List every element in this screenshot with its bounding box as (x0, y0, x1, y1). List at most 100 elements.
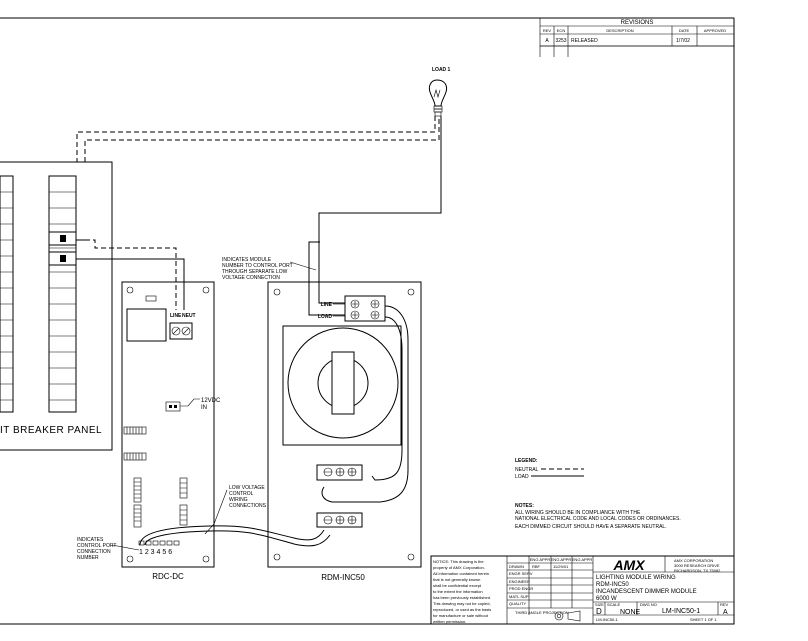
notice-line-1: NOTICE: This drawing is the (433, 559, 484, 564)
notes-line-1: ALL WIRING SHOULD BE IN COMPLIANCE WITH … (515, 510, 641, 516)
annotations: INDICATES MODULE NUMBER TO CONTROL PORT … (77, 257, 317, 561)
description-line-4: 6000 W (596, 596, 617, 602)
rdm-line-load-terminal (344, 295, 386, 322)
ecn-header: ECN (557, 28, 566, 33)
file-name: LM-INC50-1 (596, 617, 619, 622)
notes: NOTES: ALL WIRING SHOULD BE IN COMPLIANC… (515, 503, 681, 530)
rdc-dc-module: LINE NEUT 12VDC IN 1 2 3 4 5 6 RDC-DC (121, 281, 221, 581)
scale-label: SCALE (607, 602, 620, 607)
approval-header-3: ENG APPR (572, 557, 593, 562)
approved-header: APPROVED (704, 28, 726, 33)
company-line-1: AMX CORPORATION (674, 558, 713, 563)
rdm-load-label: LOAD (318, 314, 333, 320)
size-label: SIZE (595, 602, 604, 607)
rdc-title: RDC-DC (152, 572, 184, 581)
company-line-3: RICHARDSON, TX 75082 (674, 568, 721, 573)
rdc-in-label: IN (201, 405, 207, 411)
dwg-no-value: LM-INC50-1 (662, 608, 700, 615)
legend-title: LEGEND: (515, 458, 538, 464)
legend-neutral: NEUTRAL (515, 467, 539, 473)
rev-header: REV (543, 28, 552, 33)
notes-title: NOTES: (515, 503, 534, 509)
notice-line-6: to the extent the information (433, 589, 483, 594)
load-wiring (85, 116, 442, 316)
rdc-neut-label: NEUT (182, 313, 196, 319)
projection-symbol-icon (554, 610, 581, 622)
port-note-line-4: NUMBER (77, 555, 99, 561)
breaker-panel: IT BREAKER PANEL (0, 161, 113, 451)
port-note-line-2: CONTROL PORT (77, 543, 116, 549)
rdc-12vdc-jack (165, 401, 181, 412)
description-value: RELEASED (571, 38, 598, 44)
port-note-line-3: CONNECTION (77, 549, 111, 555)
amx-logo: AMX (612, 557, 646, 573)
row-engineer: ENGINEER (509, 579, 530, 584)
projection-label: THIRD ANGLE PROJECTION (515, 610, 569, 615)
lowvolt-note-line-2: CONTROL (229, 491, 254, 497)
revisions-table: REVISIONS REV ECN DESCRIPTION DATE APPRO… (539, 17, 735, 57)
rev-value: A (723, 609, 728, 616)
rdm-title: RDM-INC50 (321, 573, 365, 582)
control-port-numbers: 1 2 3 4 5 6 (139, 549, 172, 556)
module-note-line-4: VOLTAGE CONNECTION (222, 275, 280, 281)
row-quality: QUALITY (509, 601, 526, 606)
description-line-3: INCANDESCENT DIMMER MODULE (596, 589, 697, 595)
rdm-ground-terminal-bottom (316, 512, 363, 528)
notes-line-3: EACH DIMMED CIRCUIT SHOULD HAVE A SEPARA… (515, 524, 667, 530)
legend-load: LOAD (515, 474, 529, 480)
notice-line-2: property of AMX Corporation. (433, 565, 485, 570)
rdm-ground-terminal-top (316, 464, 363, 481)
revisions-title: REVISIONS (621, 20, 654, 26)
date-value: 1/7/02 (676, 38, 690, 44)
dwg-no-label: DWG NO (640, 602, 657, 607)
rev-label: REV (720, 602, 729, 607)
control-wiring (139, 489, 331, 547)
company-line-2: 3000 RESEARCH DRIVE (674, 563, 720, 568)
notice-line-11: written permission. (433, 619, 466, 624)
rdc-12vdc-label: 12VDC (201, 398, 221, 404)
module-note-line-2: NUMBER TO CONTROL PORT (222, 263, 293, 269)
row-engr-serv: ENGR SERV (509, 571, 533, 576)
port-note-line-1: INDICATES (77, 537, 104, 543)
notice-line-9: reproduced, or used as the basis (433, 607, 491, 612)
title-block: NOTICE: This drawing is the property of … (430, 555, 735, 625)
rdm-inc50-module: LINE LOAD RDM-INC50 (267, 281, 422, 582)
module-note-line-1: INDICATES MODULE (222, 257, 272, 263)
drawn-by: RBF (532, 564, 541, 569)
lowvolt-note-line-3: WIRING (229, 497, 248, 503)
load-label: LOAD 1 (432, 67, 451, 73)
sheet-number: SHEET 1 OF 1 (690, 617, 717, 622)
size-value: D (596, 607, 602, 616)
notice-line-5: shall be confidential except (433, 583, 482, 588)
notice-line-3: All information contained herein (433, 571, 489, 576)
legend: LEGEND: NEUTRAL LOAD (515, 458, 584, 480)
description-line-2: RDM-INC50 (596, 582, 629, 588)
rdc-line-label: LINE (170, 313, 182, 319)
lowvolt-note-line-1: LOW VOLTAGE (229, 485, 265, 491)
notes-line-2: NATIONAL ELECTRICAL CODE AND LOCAL CODES… (515, 516, 681, 522)
rev-value: A (545, 38, 549, 44)
date-header: DATE (679, 28, 690, 33)
row-drawn: DRAWN (509, 564, 524, 569)
scale-value: NONE (620, 609, 641, 616)
row-prod-engr: PROD ENGR (509, 586, 533, 591)
approval-header-1: ENG APPR (530, 557, 551, 562)
notice-line-10: for manufacture or sale without (433, 613, 489, 618)
ecn-value: 3253 (555, 38, 566, 44)
breaker-panel-label: IT BREAKER PANEL (0, 425, 102, 436)
rdm-line-label: LINE (321, 302, 333, 308)
neutral-wiring (76, 116, 440, 310)
notice-line-4: that is not generally known (433, 577, 480, 582)
lowvolt-note-line-4: CONNECTIONS (229, 503, 267, 509)
drawn-date: 11/29/01 (553, 564, 569, 569)
description-header: DESCRIPTION (606, 28, 633, 33)
notice-line-7: has been previously established. (433, 595, 491, 600)
approval-header-2: ENG APPR (551, 557, 572, 562)
rdc-power-terminal (169, 322, 193, 340)
lamp-icon (428, 79, 448, 117)
notice-line-8: This drawing may not be copied, (433, 601, 491, 606)
module-note-line-3: THROUGH SEPARATE LOW (222, 269, 288, 275)
row-matl-sup: MATL SUP (509, 594, 529, 599)
description-line-1: LIGHTING MODULE WIRING (596, 575, 676, 581)
